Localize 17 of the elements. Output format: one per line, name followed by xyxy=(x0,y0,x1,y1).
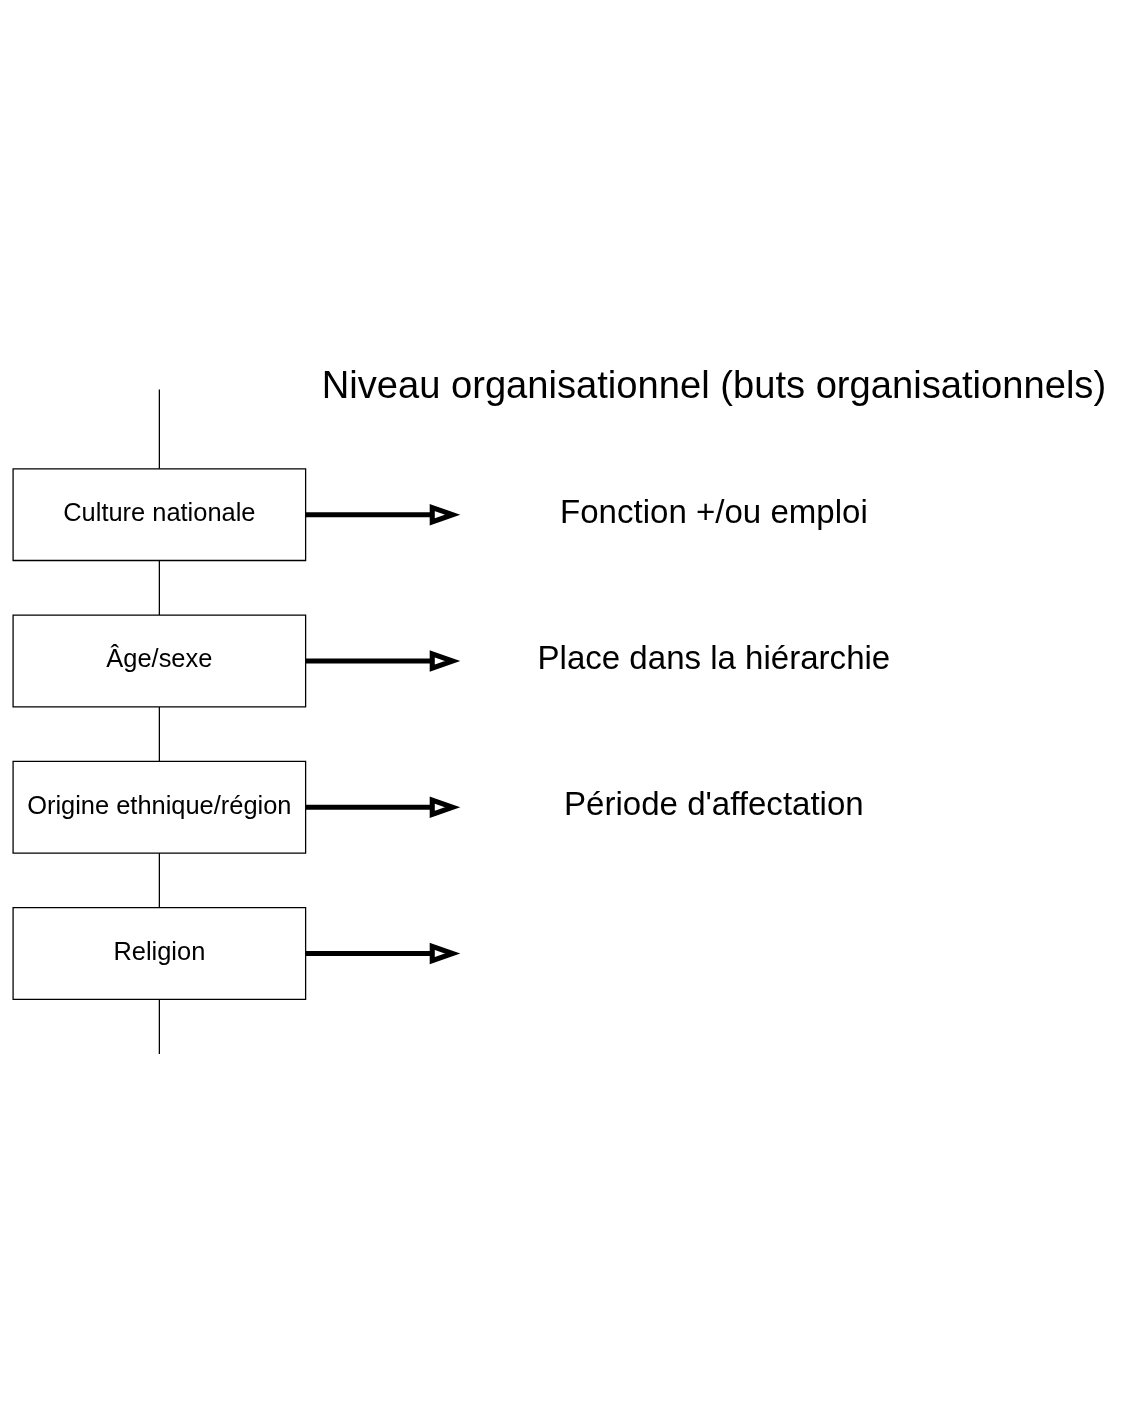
label: Période d'affectation xyxy=(564,784,864,822)
arrow xyxy=(305,649,461,672)
node-box: Religion xyxy=(12,906,307,1000)
label: Place dans la hiérarchie xyxy=(537,638,891,676)
arrow xyxy=(305,796,461,818)
connector xyxy=(158,852,160,908)
arrow xyxy=(305,503,461,525)
connector xyxy=(158,998,160,1055)
node-box: Culture nationale xyxy=(12,467,307,561)
arrow xyxy=(305,942,461,964)
label: Niveau organisationnel (buts organisationnels) xyxy=(321,362,1107,406)
connector xyxy=(158,559,160,616)
node-box: Âge/sexe xyxy=(12,614,307,707)
connector xyxy=(158,705,160,762)
node-box: Origine ethnique/région xyxy=(12,760,307,854)
label: Fonction +/ou emploi xyxy=(560,492,868,530)
connector xyxy=(158,388,160,469)
